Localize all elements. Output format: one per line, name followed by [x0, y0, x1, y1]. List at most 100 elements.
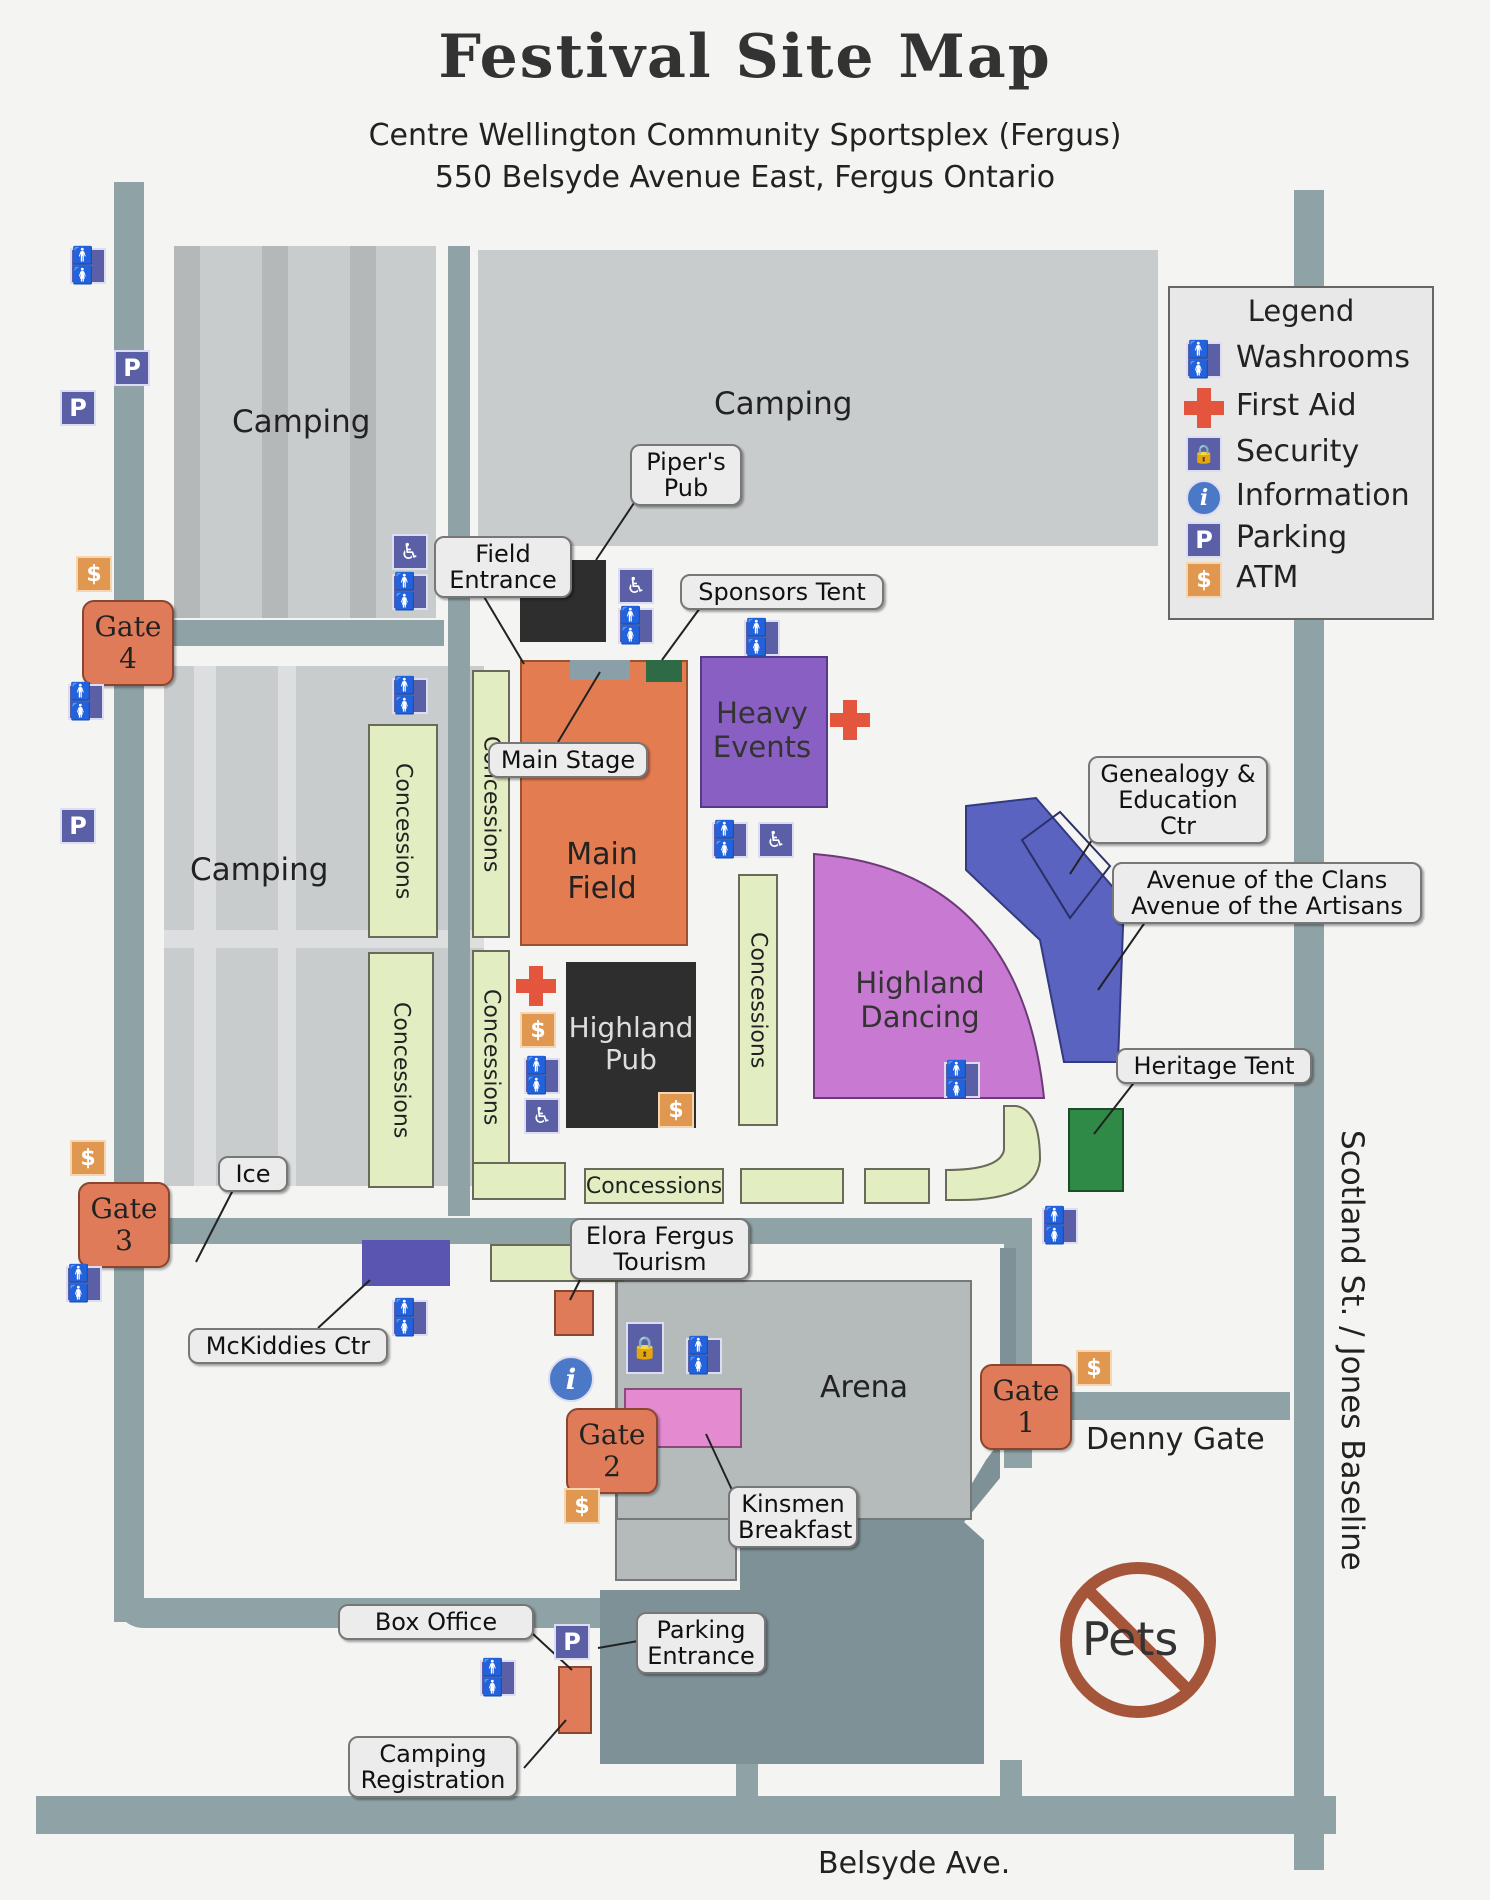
highland-pub-label: Highland Pub: [568, 1011, 694, 1076]
accessible-icon: ♿: [392, 534, 428, 570]
concessions-stand-2: Concessions: [368, 952, 434, 1188]
concessions-label: Concessions: [585, 1173, 723, 1199]
gate-1: Gate 1: [980, 1364, 1072, 1450]
first-aid-icon: [1184, 388, 1224, 428]
first-aid-icon: [830, 700, 870, 740]
camping-row: [262, 246, 288, 618]
lock-icon: 🔒: [626, 1322, 664, 1374]
washroom-icon: 🚹🚺: [524, 1056, 560, 1096]
callout-mckiddies: McKiddies Ctr: [188, 1328, 388, 1364]
atm-icon: $: [520, 1012, 556, 1048]
belsyde-avenue: [36, 1796, 1336, 1834]
legend-label: ATM: [1236, 560, 1299, 595]
gate4-road: [144, 620, 444, 646]
callout-field-entrance: Field Entrance: [434, 536, 572, 598]
callout-genealogy: Genealogy & Education Ctr: [1088, 756, 1268, 844]
heavy-events-label: Heavy Events: [712, 696, 812, 764]
belsyde-avenue-label: Belsyde Ave.: [818, 1846, 1011, 1881]
concessions-stand-5: [472, 1162, 566, 1200]
concessions-stand-4: Concessions: [472, 950, 510, 1164]
box-office-booth: [558, 1666, 592, 1734]
first-aid-icon: [516, 966, 556, 1006]
washroom-icon: 🚹🚺: [70, 246, 106, 286]
mckiddies-building: [362, 1240, 450, 1286]
washroom-icon: 🚹🚺: [712, 820, 748, 860]
callout-parking-entrance: Parking Entrance: [636, 1612, 766, 1674]
info-icon: i: [1186, 480, 1222, 516]
callout-heritage-tent: Heritage Tent: [1116, 1048, 1312, 1084]
camping-row: [278, 666, 296, 1186]
washroom-icon: 🚹🚺: [66, 1264, 102, 1304]
gate-3: Gate 3: [78, 1182, 170, 1268]
camping-row: [174, 246, 200, 618]
concessions-stand-8: [740, 1168, 844, 1204]
camping-row: [350, 246, 376, 618]
washroom-icon: 🚹🚺: [392, 572, 428, 612]
main-field: [520, 660, 688, 946]
gate-2: Gate 2: [566, 1408, 658, 1494]
highland-dancing-label: Highland Dancing: [855, 966, 985, 1034]
concessions-stand-3: Concessions: [472, 670, 510, 938]
denny-gate-road: [1032, 1392, 1290, 1420]
camping-row: [194, 666, 216, 1186]
map-legend: Legend 🚹🚺 Washrooms First Aid 🔒 Security…: [1168, 286, 1434, 620]
callout-pipers-pub: Piper's Pub: [630, 444, 742, 506]
legend-label: Security: [1236, 434, 1360, 469]
camping-area-north: [478, 250, 1158, 546]
washroom-icon: 🚹🚺: [1186, 340, 1222, 380]
camping-label-northwest: Camping: [232, 404, 371, 440]
washroom-icon: 🚹🚺: [944, 1060, 980, 1100]
accessible-icon: ♿: [524, 1098, 560, 1134]
parking-icon: P: [60, 390, 96, 426]
atm-icon: $: [1076, 1350, 1112, 1386]
central-road: [448, 246, 470, 1216]
scotland-street-label: Scotland St. / Jones Baseline: [1334, 1130, 1370, 1571]
map-title: Festival Site Map: [438, 22, 1052, 92]
arena-label: Arena: [820, 1370, 909, 1405]
no-pets-sign: Pets: [1082, 1612, 1179, 1666]
concessions-label: Concessions: [745, 931, 771, 1069]
concessions-stand-9: [864, 1168, 930, 1204]
venue-address: 550 Belsyde Avenue East, Fergus Ontario: [434, 160, 1056, 195]
washroom-icon: 🚹🚺: [618, 606, 654, 646]
legend-label: First Aid: [1236, 388, 1357, 423]
concessions-label: Concessions: [478, 988, 504, 1126]
washroom-icon: 🚹🚺: [392, 676, 428, 716]
atm-icon: $: [76, 556, 112, 592]
parking-icon: P: [60, 808, 96, 844]
concessions-label: Concessions: [388, 1001, 414, 1139]
heavy-events-area: [700, 656, 828, 808]
sponsors-tent-block: [646, 660, 682, 682]
parking-exit: [1000, 1760, 1022, 1800]
accessible-icon: ♿: [758, 822, 794, 858]
camping-label-north: Camping: [714, 386, 853, 422]
atm-icon: $: [1186, 562, 1222, 598]
legend-label: Parking: [1236, 520, 1348, 555]
washroom-icon: 🚹🚺: [744, 618, 780, 658]
callout-avenue-clans: Avenue of the Clans Avenue of the Artisa…: [1112, 862, 1422, 924]
atm-icon: $: [564, 1488, 600, 1524]
callout-ice: Ice: [218, 1156, 288, 1192]
legend-label: Information: [1236, 478, 1410, 513]
concessions-label: Concessions: [390, 762, 416, 900]
washroom-icon: 🚹🚺: [392, 1298, 428, 1338]
callout-elora-tourism: Elora Fergus Tourism: [570, 1218, 750, 1280]
washroom-icon: 🚹🚺: [480, 1658, 516, 1698]
atm-icon: $: [70, 1140, 106, 1176]
denny-gate-label: Denny Gate: [1086, 1422, 1265, 1457]
callout-main-stage: Main Stage: [488, 742, 648, 778]
concessions-stand-7: Concessions: [584, 1168, 724, 1204]
atm-icon: $: [658, 1092, 694, 1128]
main-stage-block: [570, 660, 630, 680]
concessions-stand-6: Concessions: [738, 874, 778, 1126]
venue-name: Centre Wellington Community Sportsplex (…: [368, 118, 1122, 153]
tourism-booth: [554, 1290, 594, 1336]
legend-label: Washrooms: [1236, 340, 1411, 375]
gate-4: Gate 4: [82, 600, 174, 686]
camping-label-west: Camping: [190, 852, 329, 888]
accessible-icon: ♿: [618, 568, 654, 604]
callout-sponsors-tent: Sponsors Tent: [680, 574, 884, 610]
parking-icon: P: [114, 350, 150, 386]
